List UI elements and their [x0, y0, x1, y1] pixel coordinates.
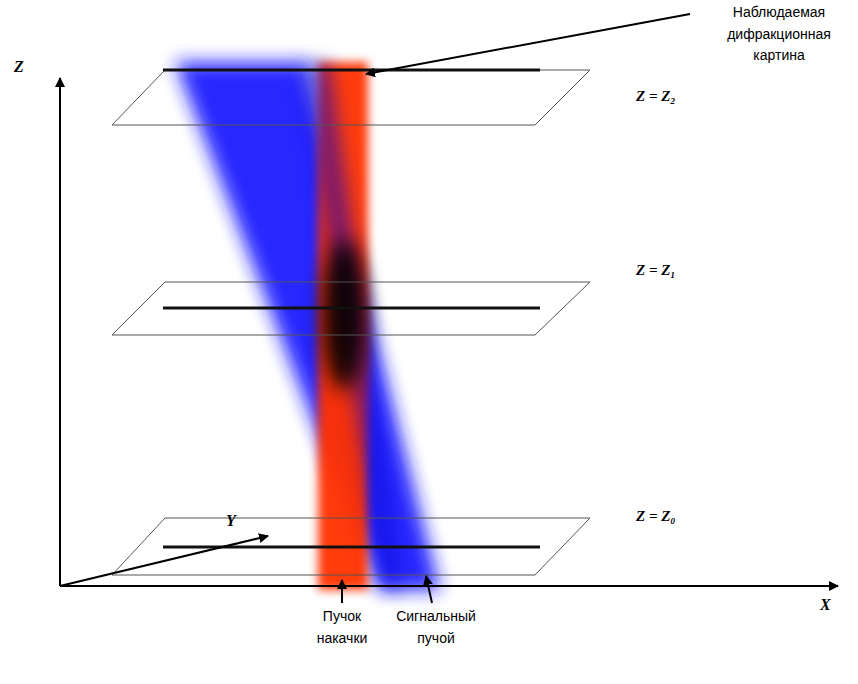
y-axis [60, 536, 268, 586]
plane-label: Z = Z₀ [636, 508, 676, 525]
axis-label: X [820, 596, 831, 614]
beam-overlap [322, 240, 366, 390]
plane-line [163, 69, 540, 72]
beam-label: Пучок накачки [302, 606, 382, 649]
planes [112, 70, 590, 575]
axes [60, 78, 838, 586]
x-axis [60, 585, 838, 587]
leader-line [341, 580, 343, 603]
plane-label: Z = Z₂ [636, 88, 676, 105]
plane-line [163, 307, 540, 310]
plane-z1 [112, 282, 590, 335]
signal-beam-core [300, 62, 400, 590]
callout-label: Наблюдаемая дифракционная картина [704, 2, 854, 67]
beam-label: Сигнальный пучой [388, 606, 484, 649]
leader-line [366, 14, 690, 74]
signal-beam [175, 62, 440, 590]
leader-lines [342, 14, 690, 603]
axis-label: Z [14, 58, 24, 76]
plane-lines [163, 70, 540, 547]
plane-label: Z = Z₁ [636, 262, 676, 279]
plane-z2 [112, 70, 590, 125]
axis-label: Y [226, 512, 236, 530]
z-axis [59, 78, 61, 586]
leader-line [426, 576, 432, 603]
plane-z0 [112, 518, 590, 575]
